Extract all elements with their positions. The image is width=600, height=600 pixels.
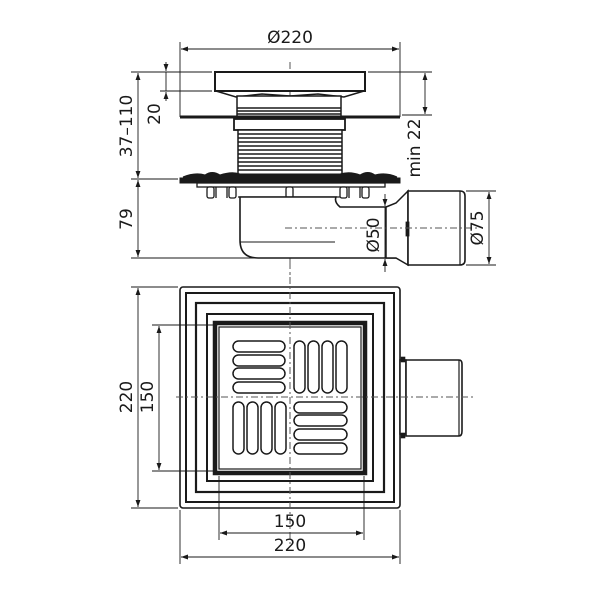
slots-top-left xyxy=(232,340,286,394)
slots-top-right xyxy=(293,340,348,394)
label-grate-width: 150 xyxy=(274,512,306,532)
bolts xyxy=(206,186,370,199)
top-view-dimensions xyxy=(131,286,401,564)
grate-cap xyxy=(214,71,366,92)
label-adjustable-height: 37–110 xyxy=(117,95,137,158)
top-view xyxy=(176,262,473,545)
upper-threads xyxy=(237,107,341,115)
grate-slot xyxy=(232,354,286,367)
grate-slot xyxy=(321,340,334,394)
grate-slot xyxy=(232,401,245,455)
base-flange xyxy=(179,177,401,184)
label-flange-diameter: Ø220 xyxy=(267,28,313,48)
slots-bottom-right xyxy=(293,401,348,455)
label-outer-height: 220 xyxy=(117,381,137,413)
bolt xyxy=(339,186,348,199)
label-min-insert: min 22 xyxy=(405,118,425,177)
grate-slot xyxy=(335,340,348,394)
grate-slot xyxy=(293,442,348,455)
grate-slot xyxy=(293,428,348,441)
side-view xyxy=(179,62,480,275)
label-body-height: 79 xyxy=(117,208,137,230)
side-view-labels: Ø220 37–110 79 20 min 22 Ø50 Ø75 xyxy=(117,28,488,253)
label-grate-height: 150 xyxy=(138,381,158,413)
side-view-dimensions xyxy=(131,42,496,272)
grate-slot xyxy=(260,401,273,455)
grate-slot xyxy=(232,381,286,394)
top-view-labels: 220 150 150 220 xyxy=(117,381,306,556)
grate-slot xyxy=(232,367,286,380)
grate-slot xyxy=(293,401,348,414)
label-outlet-outer: Ø75 xyxy=(468,210,488,245)
label-outlet-inner: Ø50 xyxy=(364,217,384,252)
top-outlet-tab-top xyxy=(400,356,406,363)
grate-slot xyxy=(293,340,306,394)
bolt xyxy=(228,186,237,199)
top-outlet-tab-bottom xyxy=(400,432,406,439)
label-grate-height: 20 xyxy=(145,103,165,125)
grate-slot xyxy=(274,401,287,455)
grate-slot xyxy=(293,414,348,427)
label-outer-width: 220 xyxy=(274,536,306,556)
flange-clamp xyxy=(182,172,398,178)
grate-slot xyxy=(246,401,259,455)
slots-bottom-left xyxy=(232,401,287,455)
top-outlet-socket xyxy=(405,359,463,437)
grate-slot xyxy=(307,340,320,394)
socket-tab xyxy=(405,221,410,237)
bolt xyxy=(361,186,370,199)
bolt xyxy=(206,186,215,199)
threaded-body xyxy=(237,129,343,177)
body-threads xyxy=(238,133,342,171)
grate-slot xyxy=(232,340,286,353)
collar-ring xyxy=(233,118,346,131)
